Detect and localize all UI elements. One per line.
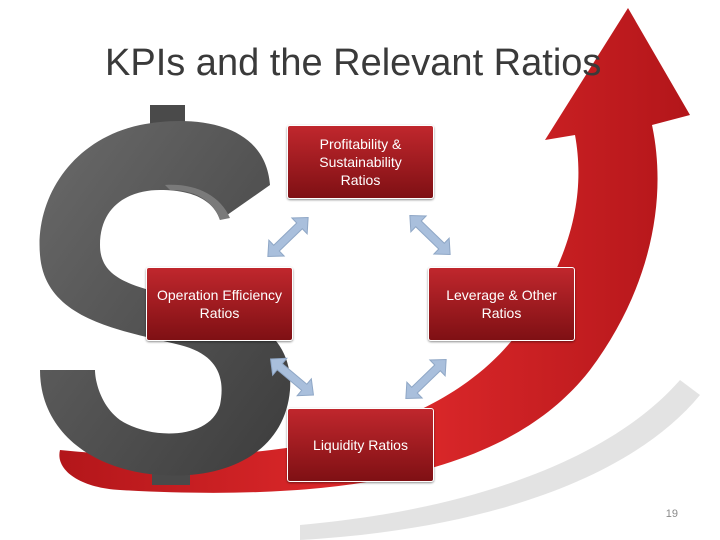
page-number: 19 — [665, 508, 678, 520]
arrow-shadow — [300, 380, 700, 540]
connector-bottom-right — [405, 359, 447, 399]
slide-title: KPIs and the Relevant Ratios — [105, 42, 602, 84]
node-liquidity: Liquidity Ratios — [287, 408, 434, 482]
connector-bottom-left — [269, 357, 315, 397]
node-operation-efficiency-label: Operation Efficiency Ratios — [156, 287, 283, 321]
node-profitability-label: Profitability & Sustainability Ratios — [319, 136, 402, 188]
connector-top-right — [409, 215, 451, 255]
node-leverage: Leverage & Other Ratios — [428, 267, 575, 341]
node-profitability: Profitability & Sustainability Ratios — [287, 125, 434, 199]
red-arrow-icon — [59, 8, 691, 493]
node-liquidity-label: Liquidity Ratios — [313, 437, 408, 453]
node-leverage-label: Leverage & Other Ratios — [446, 287, 557, 321]
connector-top-left — [267, 217, 309, 257]
node-operation-efficiency: Operation Efficiency Ratios — [146, 267, 293, 341]
